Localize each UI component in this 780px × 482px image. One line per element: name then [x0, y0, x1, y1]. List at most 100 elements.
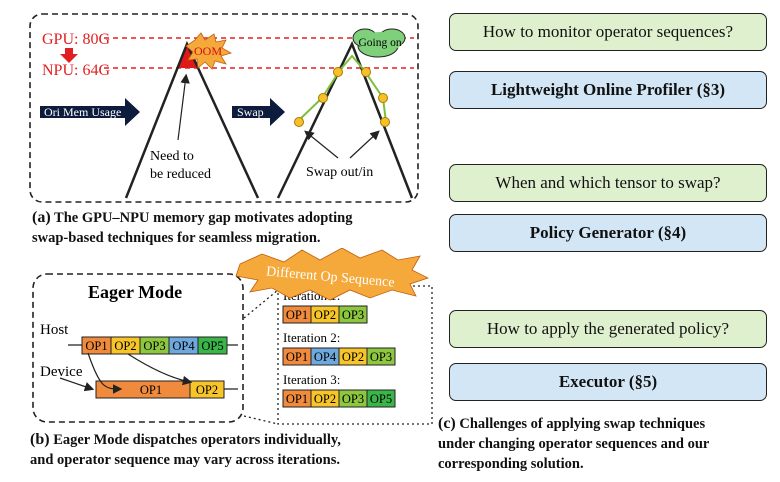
- iteration-2-op-op4-label: OP4: [314, 350, 337, 364]
- answer-profiler-box: Lightweight Online Profiler (§3): [449, 71, 767, 109]
- host-op-op1: OP1: [81, 336, 112, 355]
- swap-point-icon: [294, 117, 304, 127]
- swap-out-in-label: Swap out/in: [306, 165, 373, 180]
- caption-b-line1: Eager Mode dispatches operators individu…: [53, 432, 341, 448]
- ori-mem-arrow: [40, 98, 140, 126]
- iteration-2-op-op2: OP2: [338, 347, 368, 366]
- iteration-2-label: Iteration 2:: [283, 330, 340, 345]
- host-label: Host: [40, 322, 69, 338]
- caption-a-line2: swap-based techniques for seamless migra…: [32, 230, 321, 246]
- caption-a-lead: (a): [32, 209, 51, 226]
- iteration-1-op-op3-label: OP3: [342, 308, 364, 322]
- swap-label: Swap: [237, 105, 264, 119]
- reduce-pointer-arrow: [177, 73, 190, 141]
- dispatch-arrow-op1: [87, 352, 123, 394]
- going-on-cloud-icon: [352, 28, 406, 58]
- caption-b-line2: and operator sequence may vary across it…: [30, 452, 340, 468]
- device-op-op2: OP2: [189, 380, 225, 399]
- iteration-1-op-op2-label: OP2: [314, 308, 336, 322]
- swap-arrow: [232, 98, 285, 126]
- host-op-op2-label: OP2: [114, 339, 136, 353]
- iteration-1-op-op1-label: OP1: [286, 308, 308, 322]
- need-reduced-line2: be reduced: [150, 167, 211, 182]
- caption-c: (c) Challenges of applying swap techniqu…: [438, 414, 778, 474]
- device-label: Device: [40, 364, 83, 380]
- swap-point-icon: [318, 93, 328, 103]
- host-op-op3: OP3: [139, 336, 170, 355]
- device-op-op1-label: OP1: [140, 383, 162, 397]
- iteration-2-op-op3-label: OP3: [370, 350, 392, 364]
- caption-a: (a) The GPU–NPU memory gap motivates ado…: [32, 208, 442, 248]
- answer-policy-box: Policy Generator (§4): [449, 214, 767, 252]
- iteration-2-op-op1: OP1: [282, 347, 312, 366]
- swap-point-icon: [333, 67, 343, 77]
- iteration-3-op-op2: OP2: [310, 389, 340, 408]
- panel-a-frame: [29, 13, 419, 203]
- caption-c-lead: (c): [438, 415, 456, 432]
- dispatch-arrow-op2: [127, 353, 193, 386]
- going-on-label: Going on: [358, 37, 401, 49]
- host-op-op5-label: OP5: [201, 339, 223, 353]
- iteration-2-op-op3: OP3: [366, 347, 396, 366]
- host-op-op1-label: OP1: [85, 339, 107, 353]
- question-swap: When and which tensor to swap?: [495, 173, 721, 192]
- caption-c-line2: under changing operator sequences and ou…: [438, 436, 710, 452]
- answer-executor: Executor (§5): [558, 372, 658, 391]
- iteration-3-op-op5-label: OP5: [370, 392, 392, 406]
- answer-profiler: Lightweight Online Profiler (§3): [490, 80, 726, 99]
- down-arrow-icon: [60, 48, 78, 63]
- different-op-burst-icon: [235, 248, 430, 301]
- iteration-1-op-op1: OP1: [282, 305, 312, 324]
- gpu-label: GPU: 80G: [42, 31, 110, 48]
- swap-in-pointer-arrow: [349, 130, 380, 159]
- host-op-op5: OP5: [197, 336, 228, 355]
- iteration-3-op-op2-label: OP2: [314, 392, 336, 406]
- iteration-2-op-op2-label: OP2: [342, 350, 364, 364]
- oom-label: OOM: [194, 44, 222, 58]
- device-entry-arrow: [59, 377, 95, 392]
- need-reduced-line1: Need to: [150, 149, 194, 164]
- iteration-3-op-op1: OP1: [282, 389, 312, 408]
- iteration-1-op-op3-rect: [338, 305, 368, 324]
- host-op-op5-rect: [197, 336, 228, 355]
- caption-a-line1: The GPU–NPU memory gap motivates adoptin…: [54, 210, 353, 226]
- npu-label: NPU: 64G: [42, 62, 110, 79]
- question-monitor-box: How to monitor operator sequences?: [449, 13, 767, 51]
- original-memory-peak: [124, 40, 260, 199]
- swap-point-icon: [361, 67, 371, 77]
- answer-policy: Policy Generator (§4): [529, 223, 687, 242]
- eager-mode-title: Eager Mode: [88, 282, 182, 302]
- caption-c-line3: corresponding solution.: [438, 456, 584, 472]
- host-op-op4-label: OP4: [172, 339, 195, 353]
- caption-b: (b) Eager Mode dispatches operators indi…: [30, 430, 450, 470]
- iteration-3-op-op5: OP5: [366, 389, 396, 408]
- iteration-1-op-op2: OP2: [310, 305, 340, 324]
- oom-burst-icon: [185, 32, 233, 70]
- exceed-triangle: [177, 44, 197, 68]
- iteration-3-op-op3: OP3: [338, 389, 368, 408]
- device-ops-group: OP1 OP2: [95, 380, 225, 399]
- iteration-1-op-op3: OP3: [338, 305, 368, 324]
- zoom-line-bottom: [243, 415, 279, 425]
- host-op-op4: OP4: [168, 336, 199, 355]
- question-apply-box: How to apply the generated policy?: [449, 310, 767, 348]
- iteration-3-op-op3-label: OP3: [342, 392, 364, 406]
- answer-executor-box: Executor (§5): [449, 363, 767, 401]
- swap-point-icon: [380, 117, 390, 127]
- device-op-op2-label: OP2: [196, 383, 218, 397]
- question-monitor: How to monitor operator sequences?: [482, 22, 734, 41]
- device-op-op2-rect: [189, 380, 225, 399]
- question-apply: How to apply the generated policy?: [486, 319, 730, 338]
- ori-mem-label: Ori Mem Usage: [44, 105, 121, 119]
- iteration-3-op-op1-label: OP1: [286, 392, 308, 406]
- swapped-memory-peak: [276, 40, 414, 199]
- iteration-2-op-op3-rect: [366, 347, 396, 366]
- eager-mode-frame: [32, 273, 244, 423]
- question-swap-box: When and which tensor to swap?: [449, 164, 767, 202]
- panel-a-diagram: GPU: 80G NPU: 64G OOM Need to be reduced…: [29, 13, 419, 203]
- swap-point-icon: [378, 93, 388, 103]
- caption-b-lead: (b): [30, 431, 50, 448]
